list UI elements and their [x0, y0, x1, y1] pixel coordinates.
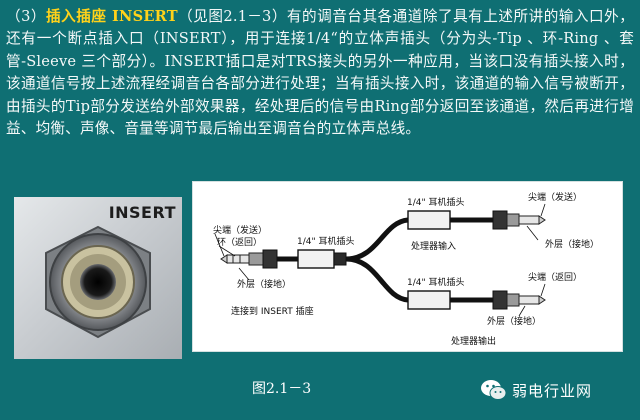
label-plug-top: 1/4" 耳机插头: [407, 198, 465, 208]
label-plug-main: 1/4" 耳机插头: [297, 237, 355, 247]
body-paragraph: （3）插入插座 INSERT（见图2.1－3）有的调音台其各通道除了具有上述所讲…: [6, 6, 634, 140]
label-sleeve-ground-left: 外层（接地）: [237, 280, 292, 290]
paragraph-lead: （3）: [6, 8, 47, 25]
label-sleeve-ground-right-bottom: 外层（接地）: [487, 317, 542, 327]
label-connect-insert: 连接到 INSERT 插座: [231, 307, 314, 317]
brand-watermark: 弱电行业网: [480, 378, 630, 404]
label-tip-send-right: 尖端（发送）: [528, 193, 583, 203]
jack-icon: [45, 225, 151, 339]
label-ring-return-left: 环（返回）: [217, 238, 263, 248]
label-processor-out: 处理器输出: [451, 337, 497, 347]
brand-name: 弱电行业网: [512, 382, 593, 400]
photo-label: INSERT: [108, 203, 176, 222]
insert-wiring-diagram: 尖端（发送） 环（返回） 外层（接地） 1/4" 耳机插头 连接到 INSERT…: [192, 181, 623, 352]
label-tip-return-right: 尖端（返回）: [528, 273, 583, 283]
paragraph-highlight: 插入插座 INSERT: [46, 8, 178, 25]
label-processor-in: 处理器输入: [411, 242, 457, 252]
label-tip-send-left: 尖端（发送）: [213, 226, 268, 236]
label-plug-bottom: 1/4" 耳机插头: [407, 278, 465, 288]
label-sleeve-ground-right-top: 外层（接地）: [545, 240, 600, 250]
wechat-icon: [481, 380, 507, 400]
insert-jack-photo: INSERT: [14, 197, 182, 359]
paragraph-body: （见图2.1－3）有的调音台其各通道除了具有上述所讲的输入口外，还有一个断点插入…: [6, 8, 635, 138]
wiring-graphic: [214, 203, 546, 317]
figure-caption: 图2.1－3: [252, 381, 312, 397]
